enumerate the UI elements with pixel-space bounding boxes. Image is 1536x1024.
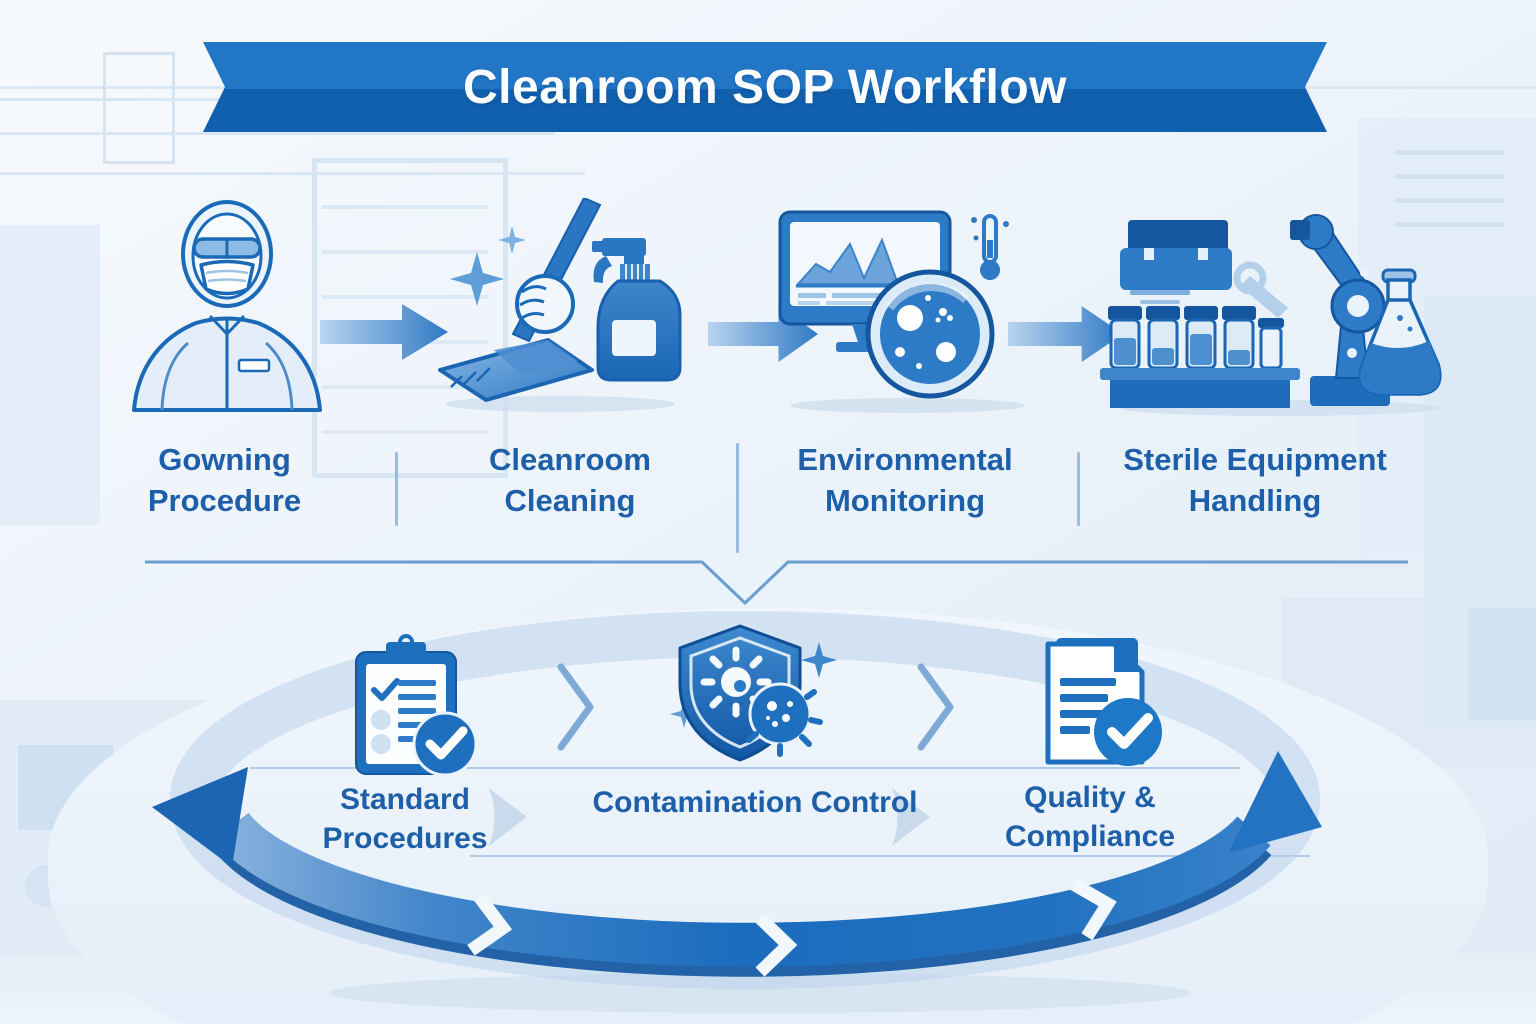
flow-arrow-icon xyxy=(320,304,448,360)
cleaning-mop-spray-icon xyxy=(438,198,682,402)
label-divider xyxy=(395,452,398,526)
background-grid-small xyxy=(103,52,175,164)
icon-shadow xyxy=(445,396,675,412)
icon-shadow xyxy=(790,398,1025,413)
cycle-label-contamination-control: Contamination Control xyxy=(592,786,918,819)
title-banner: Cleanroom SOP Workflow xyxy=(203,42,1327,132)
step-label-monitoring: Environmental Monitoring xyxy=(797,442,1013,518)
label-divider xyxy=(736,443,739,553)
cycle-arrowhead-left xyxy=(152,767,248,867)
page-title: Cleanroom SOP Workflow xyxy=(463,60,1067,114)
compliance-document-icon xyxy=(1045,638,1162,766)
cycle-label-quality-compliance: Quality & Compliance xyxy=(1004,781,1176,853)
cycle-arrow-band xyxy=(213,812,1271,967)
background-panel-lines xyxy=(1395,150,1505,155)
background-machine-right-small xyxy=(1468,608,1536,720)
contamination-shield-icon xyxy=(670,624,837,762)
checklist-clipboard-icon xyxy=(355,634,478,777)
cycle-band-chevron xyxy=(467,878,1117,977)
background-wall-line xyxy=(0,132,555,135)
step-label-equipment: Sterile Equipment Handling xyxy=(1123,442,1387,518)
flow-arrow-icon xyxy=(1008,306,1123,362)
sterile-equipment-icon xyxy=(1100,214,1442,408)
label-divider xyxy=(1077,452,1080,526)
background-machine-dial xyxy=(25,865,67,907)
cycle-ground-shadow xyxy=(330,973,1190,1013)
pointer-arrow-icon xyxy=(892,788,930,846)
pointer-arrow-icon xyxy=(489,788,527,846)
section-separator xyxy=(145,560,1408,605)
background-cabinet-left xyxy=(0,225,100,525)
cycle-label-standard-procedures: Standard Procedures xyxy=(322,783,488,855)
cycle-fold-right xyxy=(1228,751,1322,853)
background-machine-screen xyxy=(18,745,113,830)
step-label-cleaning: Cleanroom Cleaning xyxy=(489,442,651,518)
chevron-right-icon xyxy=(557,663,594,751)
step-label-gowning: Gowning Procedure xyxy=(147,442,302,518)
chevron-right-icon xyxy=(917,663,954,751)
environmental-monitor-petri-icon xyxy=(778,210,1009,399)
background-wall-line xyxy=(0,172,585,175)
gowning-person-icon xyxy=(132,200,322,412)
